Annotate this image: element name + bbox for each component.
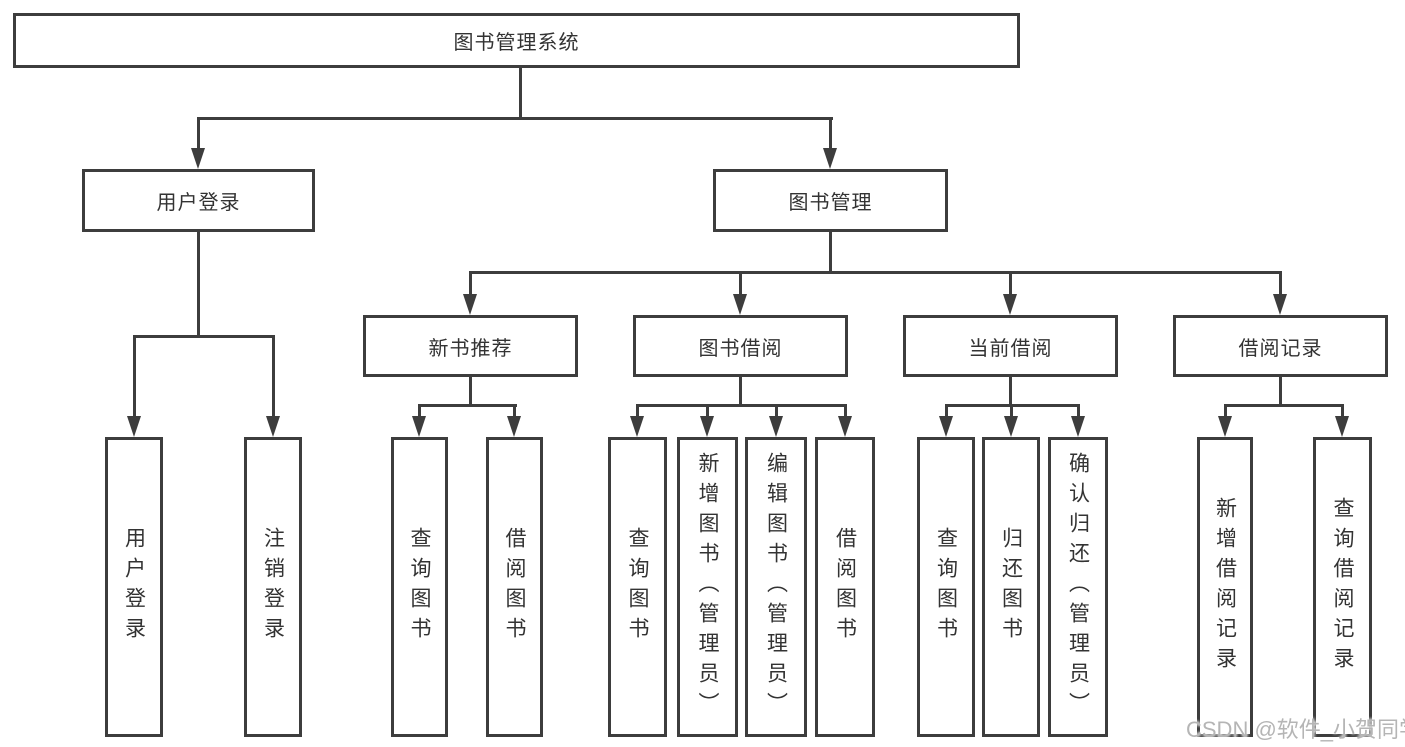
connector-line xyxy=(706,404,709,420)
arrow-down-icon xyxy=(507,416,521,437)
arrow-down-icon xyxy=(127,416,141,437)
node-label: 查询图书 xyxy=(934,527,958,647)
node-book-borrow: 图书借阅 xyxy=(633,315,848,377)
node-label: 图书管理 xyxy=(788,192,873,214)
connector-line xyxy=(829,117,832,151)
node-label: 查询借阅记录 xyxy=(1331,497,1354,677)
connector-line xyxy=(418,404,421,420)
arrow-down-icon xyxy=(412,416,426,437)
leaf-query-borrow-record: 查询借阅记录 xyxy=(1313,437,1372,737)
connector-line xyxy=(197,117,200,151)
arrow-down-icon xyxy=(769,416,783,437)
connector-line xyxy=(829,232,832,272)
arrow-down-icon xyxy=(1218,416,1232,437)
arrow-down-icon xyxy=(191,148,205,169)
connector-line xyxy=(272,335,275,419)
arrow-down-icon xyxy=(1004,416,1018,437)
arrow-down-icon xyxy=(838,416,852,437)
connector-line xyxy=(519,68,522,118)
node-current-borrow: 当前借阅 xyxy=(903,315,1118,377)
arrow-down-icon xyxy=(630,416,644,437)
connector-line xyxy=(133,335,136,419)
node-label: 查询图书 xyxy=(408,527,431,647)
leaf-logout: 注销登录 xyxy=(244,437,302,737)
node-label: 注销登录 xyxy=(261,527,285,647)
node-label: 图书借阅 xyxy=(698,337,783,360)
leaf-query-books-current: 查询图书 xyxy=(917,437,975,737)
connector-line xyxy=(1224,404,1344,407)
connector-line xyxy=(1009,377,1012,407)
connector-line xyxy=(1077,404,1080,420)
node-label: 借阅记录 xyxy=(1238,337,1323,360)
node-book-management: 图书管理 xyxy=(713,169,948,232)
node-new-book-recommend: 新书推荐 xyxy=(363,315,578,377)
csdn-watermark: CSDN @软件_小贺同学 xyxy=(1186,717,1405,742)
node-label: 用户登录 xyxy=(122,527,146,647)
node-borrow-records: 借阅记录 xyxy=(1173,315,1388,377)
node-library-system: 图书管理系统 xyxy=(13,13,1020,68)
leaf-return-books: 归还图书 xyxy=(982,437,1040,737)
node-label: 借阅图书 xyxy=(503,527,526,647)
leaf-confirm-return-admin: 确认归还（管理员） xyxy=(1048,437,1108,737)
connector-line xyxy=(1341,404,1344,420)
connector-line xyxy=(418,404,517,407)
node-label: 用户登录 xyxy=(156,192,241,214)
node-label: 新增借阅记录 xyxy=(1213,497,1237,677)
arrow-down-icon xyxy=(1335,416,1349,437)
connector-line xyxy=(513,404,516,420)
leaf-add-books-admin: 新增图书（管理员） xyxy=(677,437,738,737)
arrow-down-icon xyxy=(733,294,747,315)
arrow-down-icon xyxy=(700,416,714,437)
arrow-down-icon xyxy=(823,148,837,169)
leaf-user-login: 用户登录 xyxy=(105,437,163,737)
connector-line xyxy=(945,404,948,420)
connector-line xyxy=(739,377,742,407)
connector-line xyxy=(739,271,742,297)
node-label: 编辑图书（管理员） xyxy=(764,452,788,722)
arrow-down-icon xyxy=(266,416,280,437)
arrow-down-icon xyxy=(1003,294,1017,315)
connector-line xyxy=(1010,404,1013,420)
connector-line xyxy=(1009,271,1012,297)
connector-line xyxy=(469,271,1282,274)
connector-line xyxy=(844,404,847,420)
connector-line xyxy=(636,404,639,420)
node-label: 新书推荐 xyxy=(428,337,513,360)
leaf-query-books-recommend: 查询图书 xyxy=(391,437,448,737)
connector-line xyxy=(1279,377,1282,407)
connector-line xyxy=(1279,271,1282,297)
connector-line xyxy=(636,404,847,407)
connector-line xyxy=(469,377,472,407)
connector-line xyxy=(197,232,200,336)
connector-line xyxy=(197,117,833,120)
arrow-down-icon xyxy=(463,294,477,315)
node-label: 归还图书 xyxy=(999,527,1023,647)
connector-line xyxy=(775,404,778,420)
leaf-borrow-books-recommend: 借阅图书 xyxy=(486,437,543,737)
connector-line xyxy=(133,335,275,338)
leaf-add-borrow-record: 新增借阅记录 xyxy=(1197,437,1253,737)
connector-line xyxy=(1224,404,1227,420)
connector-line xyxy=(469,271,472,297)
node-label: 当前借阅 xyxy=(968,337,1053,360)
leaf-borrow-books-borrow: 借阅图书 xyxy=(815,437,875,737)
node-label: 查询图书 xyxy=(626,527,649,647)
arrow-down-icon xyxy=(1273,294,1287,315)
node-label: 借阅图书 xyxy=(833,527,857,647)
arrow-down-icon xyxy=(1071,416,1085,437)
leaf-query-books-borrow: 查询图书 xyxy=(608,437,667,737)
leaf-edit-books-admin: 编辑图书（管理员） xyxy=(745,437,807,737)
node-label: 新增图书（管理员） xyxy=(696,452,719,722)
arrow-down-icon xyxy=(939,416,953,437)
node-label: 图书管理系统 xyxy=(453,32,580,54)
node-user-login: 用户登录 xyxy=(82,169,315,232)
node-label: 确认归还（管理员） xyxy=(1066,452,1090,722)
